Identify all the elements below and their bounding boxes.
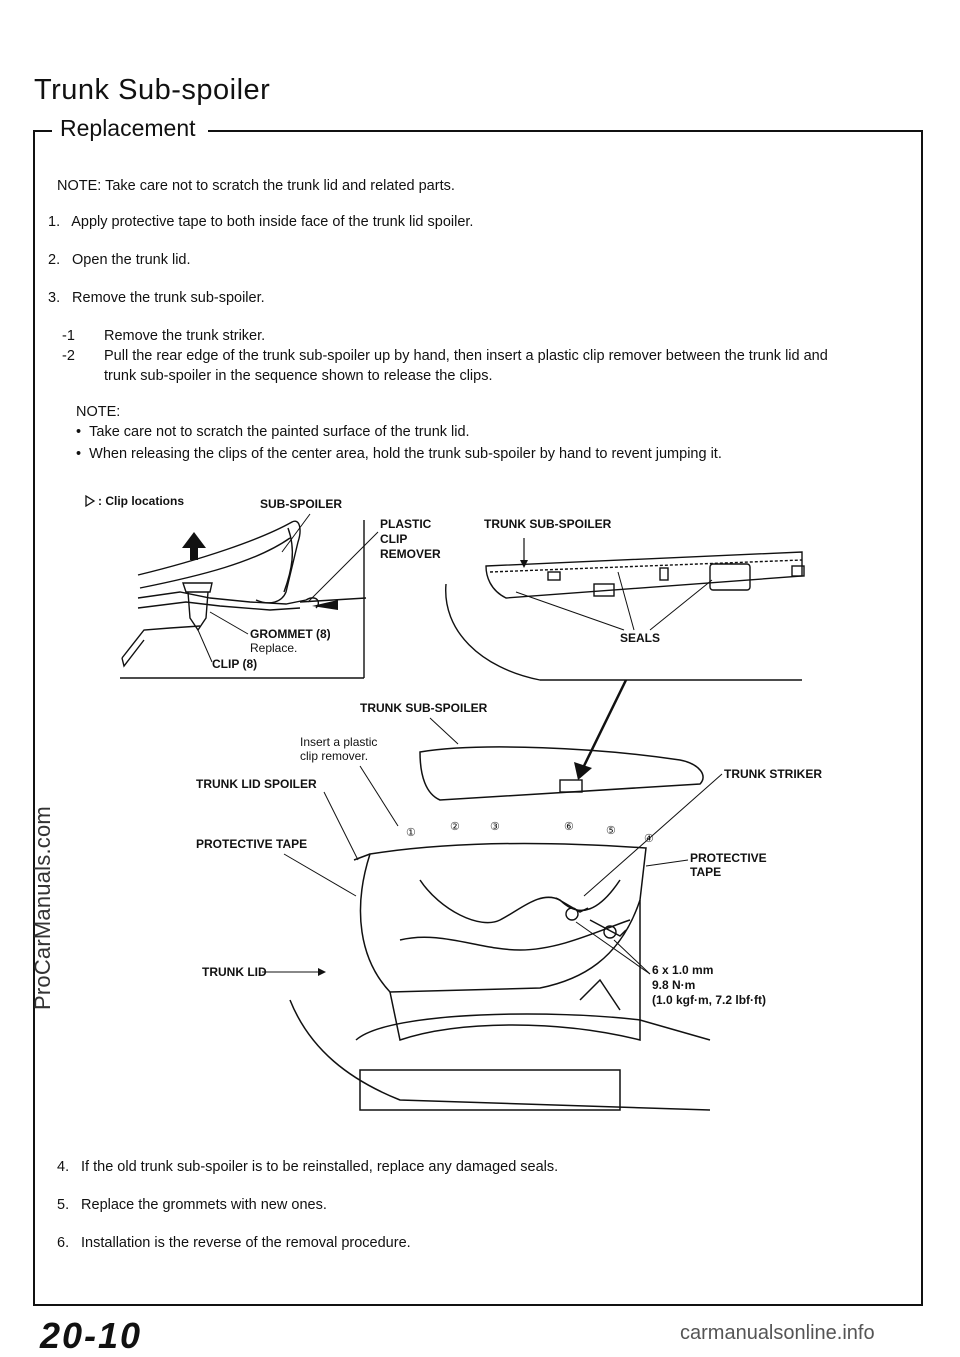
replace-label: Replace. [250, 641, 297, 655]
plastic-clip-remover-line-1: PLASTIC [380, 517, 432, 531]
trunk-sub-spoiler-mid-label: TRUNK SUB-SPOILER [360, 701, 488, 715]
section-title: Replacement [52, 115, 208, 142]
trunk-lid-label: TRUNK LID [202, 965, 267, 979]
substep-number: -2 [62, 348, 75, 364]
watermark: ProCarManuals.com [30, 806, 55, 1010]
page-number: 20-10 [40, 1315, 143, 1356]
sequence-1: ① [406, 827, 416, 839]
note-label: NOTE: [76, 404, 121, 420]
trunk-striker-icon [559, 779, 583, 793]
step-number: 5. [57, 1197, 70, 1213]
insert-remover-line-1: Insert a plastic [300, 735, 377, 749]
substep-text: Pull the rear edge of the trunk sub-spoi… [104, 348, 828, 364]
step-1: 1. Apply protective tape to both inside … [48, 212, 473, 232]
grommet-label: GROMMET (8) [250, 627, 331, 641]
bolt-spec-line-1: 6 x 1.0 mm [652, 963, 713, 977]
substep-2: -2 Pull the rear edge of the trunk sub-sp… [62, 346, 912, 386]
step-3: 3. Remove the trunk sub-spoiler. [48, 288, 265, 308]
step-text: If the old trunk sub-spoiler is to be re… [81, 1159, 559, 1175]
step-number: 6. [57, 1235, 70, 1251]
up-arrow-icon [182, 532, 206, 560]
step-text: Apply protective tape to both inside fac… [71, 214, 474, 230]
substep-number: -1 [62, 328, 75, 344]
insert-remover-line-2: clip remover. [300, 749, 368, 763]
plastic-clip-remover-line-2: CLIP [380, 532, 407, 546]
content-frame [33, 130, 923, 1306]
bullet-1: • Take care not to scratch the painted s… [76, 424, 470, 440]
trunk-sub-spoiler-top-label: TRUNK SUB-SPOILER [484, 517, 612, 531]
sub-spoiler-label: SUB-SPOILER [260, 497, 342, 511]
step-text: Installation is the reverse of the remov… [81, 1235, 411, 1251]
clip-detail-inset [120, 520, 367, 679]
clip-label: CLIP (8) [212, 657, 257, 671]
sequence-6: ⑥ [564, 821, 574, 833]
trunk-lid-assembly [289, 746, 711, 1111]
page-title: Trunk Sub-spoiler [34, 74, 271, 106]
step-text: Open the trunk lid. [72, 252, 191, 268]
bullet-2: • When releasing the clips of the center… [76, 446, 722, 462]
note-top: NOTE: Take care not to scratch the trunk… [57, 178, 455, 194]
protective-tape-right-line-1: PROTECTIVE [690, 851, 767, 865]
sequence-4: ④ [644, 833, 654, 845]
clip-location-marker-icon [85, 494, 96, 508]
substep-text: Remove the trunk striker. [104, 328, 266, 344]
bolt-spec-line-3: (1.0 kgf·m, 7.2 lbf·ft) [652, 993, 766, 1007]
bullet-text: When releasing the clips of the center a… [89, 446, 722, 462]
substep-1: -1 Remove the trunk striker. [62, 326, 265, 346]
bullet-text: Take care not to scratch the painted sur… [89, 424, 470, 440]
step-text: Remove the trunk sub-spoiler. [72, 290, 265, 306]
remover-arrow-icon [312, 600, 338, 610]
step-4: 4. If the old trunk sub-spoiler is to be… [57, 1157, 558, 1177]
step-6: 6. Installation is the reverse of the re… [57, 1233, 411, 1253]
step-5: 5. Replace the grommets with new ones. [57, 1195, 327, 1215]
step-2: 2. Open the trunk lid. [48, 250, 191, 270]
trunk-striker-label: TRUNK STRIKER [724, 767, 822, 781]
plastic-clip-remover-line-3: REMOVER [380, 547, 441, 561]
seals-inset [445, 551, 805, 681]
seals-label: SEALS [620, 631, 660, 645]
substep-text-cont: trunk sub-spoiler in the sequence shown … [104, 368, 493, 384]
clip-locations-label: : Clip locations [98, 494, 184, 508]
step-number: 4. [57, 1159, 70, 1175]
bolt-icon [603, 925, 617, 939]
bolt-icon [565, 907, 579, 921]
step-number: 1. [48, 214, 61, 230]
sequence-3: ③ [490, 821, 500, 833]
bolt-spec-line-2: 9.8 N·m [652, 978, 695, 992]
trunk-lid-spoiler-label: TRUNK LID SPOILER [196, 777, 317, 791]
trunk-sub-spoiler-figure: : Clip locations SUB-SPOILER PLASTIC CLI… [85, 494, 822, 1111]
protective-tape-left-label: PROTECTIVE TAPE [196, 837, 307, 851]
site-footer: carmanualsonline.info [680, 1322, 875, 1344]
protective-tape-right-line-2: TAPE [690, 865, 721, 879]
step-number: 3. [48, 290, 61, 306]
step-number: 2. [48, 252, 61, 268]
step-text: Replace the grommets with new ones. [81, 1197, 327, 1213]
sequence-2: ② [450, 821, 460, 833]
sequence-5: ⑤ [606, 825, 616, 837]
